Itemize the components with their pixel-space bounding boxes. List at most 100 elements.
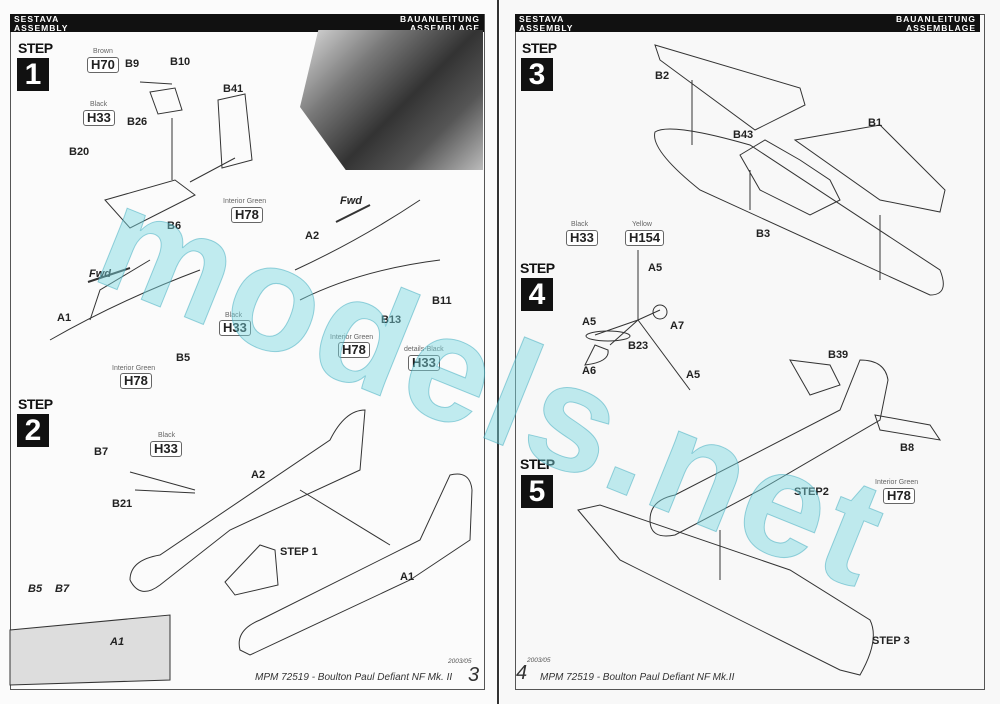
cockpit-photo xyxy=(300,30,483,170)
fuselage-a2-drawing xyxy=(294,199,441,301)
wing-upper-b2-drawing xyxy=(654,44,806,131)
part-label: B5 xyxy=(28,583,43,595)
color-code: H78 xyxy=(338,342,370,358)
step-reference: STEP2 xyxy=(794,486,829,498)
color-name: Black xyxy=(158,432,176,439)
fwd-label: Fwd xyxy=(340,195,362,207)
part-label: A6 xyxy=(582,365,597,377)
color-name: Black xyxy=(571,221,589,228)
step-drawings xyxy=(577,44,946,676)
step-5-number: 5 xyxy=(521,475,553,508)
part-label: A5 xyxy=(686,369,701,381)
seat-b10-drawing xyxy=(149,87,183,115)
footer-title: MPM 72519 - Boulton Paul Defiant NF Mk. … xyxy=(255,672,453,683)
part-label: B7 xyxy=(94,446,109,458)
part-label: A1 xyxy=(110,636,125,648)
color-code: H78 xyxy=(883,488,915,504)
wing-lower-b3-drawing xyxy=(654,128,944,296)
fwd-label: Fwd xyxy=(89,268,111,280)
detail-inset-drawing xyxy=(9,614,171,686)
color-code: H78 xyxy=(231,207,263,223)
print-date: 2003/05 xyxy=(527,657,551,664)
step-4-label: STEP xyxy=(520,260,555,276)
armor-b41-drawing xyxy=(217,93,253,169)
step-3-number: 3 xyxy=(521,58,553,91)
color-code: H78 xyxy=(120,373,152,389)
spinner-a7-drawing xyxy=(652,304,668,320)
header-left-1: SESTAVA xyxy=(519,14,565,24)
part-label: B2 xyxy=(655,70,670,82)
color-name: Interior Green xyxy=(330,334,374,341)
header-right-2: ASSEMBLAGE xyxy=(410,22,480,33)
step-2-label: STEP xyxy=(18,396,53,412)
color-name: details-Black xyxy=(404,346,444,353)
part-label: A5 xyxy=(648,262,663,274)
part-label: B11 xyxy=(432,295,452,307)
color-name: Interior Green xyxy=(223,198,267,205)
part-label: B21 xyxy=(112,498,133,510)
step2-arrows xyxy=(129,471,391,546)
part-label: B8 xyxy=(900,442,915,454)
footer-title: MPM 72519 - Boulton Paul Defiant NF Mk.I… xyxy=(540,672,735,683)
color-name: Interior Green xyxy=(112,365,156,372)
step-4-number: 4 xyxy=(521,278,553,311)
stabilizer-b39-drawing xyxy=(789,359,841,396)
part-label: A5 xyxy=(582,316,597,328)
page-number: 3 xyxy=(468,664,480,686)
part-label: B3 xyxy=(756,228,771,240)
color-code: H70 xyxy=(87,57,119,73)
part-label: A1 xyxy=(57,312,72,324)
part-label: B39 xyxy=(828,349,849,361)
step-3-label: STEP xyxy=(522,40,557,56)
header-right-2: ASSEMBLAGE xyxy=(906,22,976,33)
part-label: A2 xyxy=(251,469,266,481)
spinner-a6-drawing xyxy=(584,344,609,366)
color-code: H33 xyxy=(566,230,598,246)
fuselage-half-a2-drawing xyxy=(129,409,366,592)
step-1-label: STEP xyxy=(18,40,53,56)
propeller-drawing xyxy=(594,250,691,391)
step-5-label: STEP xyxy=(520,456,555,472)
color-name: Black xyxy=(225,312,243,319)
page-number: 4 xyxy=(516,662,528,684)
part-label: A2 xyxy=(305,230,320,242)
part-label: B6 xyxy=(167,220,182,232)
part-label: B26 xyxy=(127,116,148,128)
part-label: B9 xyxy=(125,58,140,70)
color-code: H154 xyxy=(625,230,665,246)
header-right-1: BAUANLEITUNG xyxy=(400,14,480,24)
fuselage-assembly-drawing xyxy=(649,359,889,537)
color-name: Black xyxy=(90,101,108,108)
header-left-2: ASSEMBLY xyxy=(519,22,574,33)
header-right-1: BAUANLEITUNG xyxy=(896,14,976,24)
assembly-arrows xyxy=(139,81,236,183)
part-label: B23 xyxy=(628,340,649,352)
step1-subassembly-drawing xyxy=(224,544,279,596)
color-name: Brown xyxy=(93,48,113,55)
color-name: Yellow xyxy=(632,221,652,228)
part-label: B13 xyxy=(381,314,402,326)
step3-arrows xyxy=(691,80,881,280)
color-code: H33 xyxy=(408,355,440,371)
color-code: H33 xyxy=(219,320,251,336)
stabilizer-b8-drawing xyxy=(874,414,942,441)
fuselage-half-a1-drawing xyxy=(238,473,473,656)
step-drawings xyxy=(9,81,473,686)
header-left-1: SESTAVA xyxy=(14,14,60,24)
step-reference: STEP 1 xyxy=(280,546,318,558)
part-label: A7 xyxy=(670,320,685,332)
print-date: 2003/05 xyxy=(448,658,472,665)
part-label: A1 xyxy=(400,571,415,583)
wing-upper-b1-drawing xyxy=(793,124,946,213)
insert-b43-drawing xyxy=(739,139,841,216)
part-label: B20 xyxy=(69,146,90,158)
step-2-number: 2 xyxy=(17,414,49,447)
color-name: Interior Green xyxy=(875,479,919,486)
step-reference: STEP 3 xyxy=(872,635,910,647)
step-1-number: 1 xyxy=(17,58,49,91)
fuselage-a1-drawing xyxy=(49,259,201,341)
part-label: B10 xyxy=(170,56,191,68)
blade-a5-drawing xyxy=(585,330,631,342)
